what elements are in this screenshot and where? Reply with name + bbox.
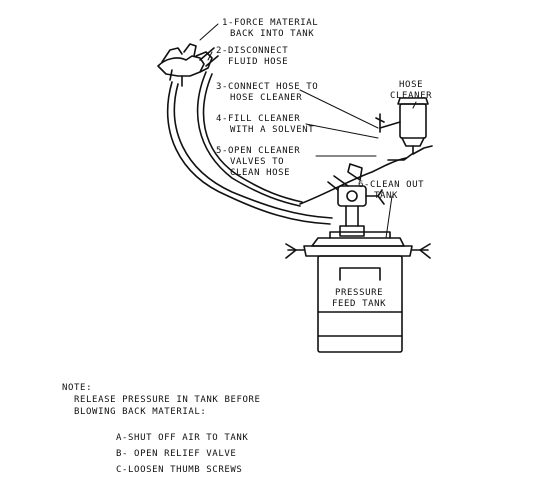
- step-2-line2: FLUID HOSE: [228, 57, 289, 67]
- hose-cleaner: [375, 97, 433, 161]
- tank-line1: PRESSURE: [335, 288, 384, 298]
- step-2-label: 2-DISCONNECT FLUID HOSE: [216, 46, 288, 68]
- note-item-b: B- OPEN RELIEF VALVE: [116, 449, 237, 459]
- hose-to-cleaner: [299, 157, 407, 205]
- fluid-hoses: [166, 71, 333, 225]
- step-5-label: 5-OPEN CLEANER VALVES TO CLEAN HOSE: [216, 146, 300, 179]
- step-5-line3: CLEAN HOSE: [230, 168, 291, 178]
- pressure-feed-tank: [317, 255, 403, 353]
- step-3-line1: 3-CONNECT HOSE TO: [216, 82, 319, 92]
- step-1-line1: 1-FORCE MATERIAL: [222, 18, 319, 28]
- note-heading: NOTE:: [62, 383, 93, 393]
- leader-lines: [199, 23, 417, 239]
- step-3-line2: HOSE CLEANER: [230, 93, 303, 103]
- tank-lid: [285, 231, 431, 259]
- note-line2: BLOWING BACK MATERIAL:: [74, 407, 207, 417]
- step-5-line2: VALVES TO: [230, 157, 285, 167]
- step-4-label: 4-FILL CLEANER WITH A SOLVENT: [216, 114, 314, 136]
- tank-label: PRESSURE FEED TANK: [332, 288, 386, 310]
- step-4-line1: 4-FILL CLEANER: [216, 114, 301, 124]
- tank-line2: FEED TANK: [332, 299, 387, 309]
- step-3-label: 3-CONNECT HOSE TO HOSE CLEANER: [216, 82, 318, 104]
- note-item-a: A-SHUT OFF AIR TO TANK: [116, 433, 249, 443]
- step-4-line2: WITH A SOLVENT: [230, 125, 315, 135]
- tank-fittings: [327, 163, 385, 237]
- step-5-line1: 5-OPEN CLEANER: [216, 146, 301, 156]
- hose-cleaner-line2: CLEANER: [390, 91, 433, 101]
- step-1-line2: BACK INTO TANK: [230, 29, 315, 39]
- step-6-line2: TANK: [374, 191, 399, 201]
- note-block: NOTE: RELEASE PRESSURE IN TANK BEFORE BL…: [62, 382, 261, 418]
- note-line1: RELEASE PRESSURE IN TANK BEFORE: [74, 395, 261, 405]
- spray-gun-hand: [157, 43, 219, 87]
- hose-cleaner-line1: HOSE: [399, 80, 424, 90]
- note-item-c: C-LOOSEN THUMB SCREWS: [116, 465, 243, 475]
- step-2-line1: 2-DISCONNECT: [216, 46, 289, 56]
- step-1-label: 1-FORCE MATERIAL BACK INTO TANK: [222, 18, 318, 40]
- hose-cleaner-label: HOSE CLEANER: [390, 80, 432, 102]
- step-6-line1: 6-CLEAN OUT: [358, 180, 425, 190]
- step-6-label: 6-CLEAN OUT TANK: [358, 180, 424, 202]
- note-items: A-SHUT OFF AIR TO TANK B- OPEN RELIEF VA…: [116, 430, 248, 478]
